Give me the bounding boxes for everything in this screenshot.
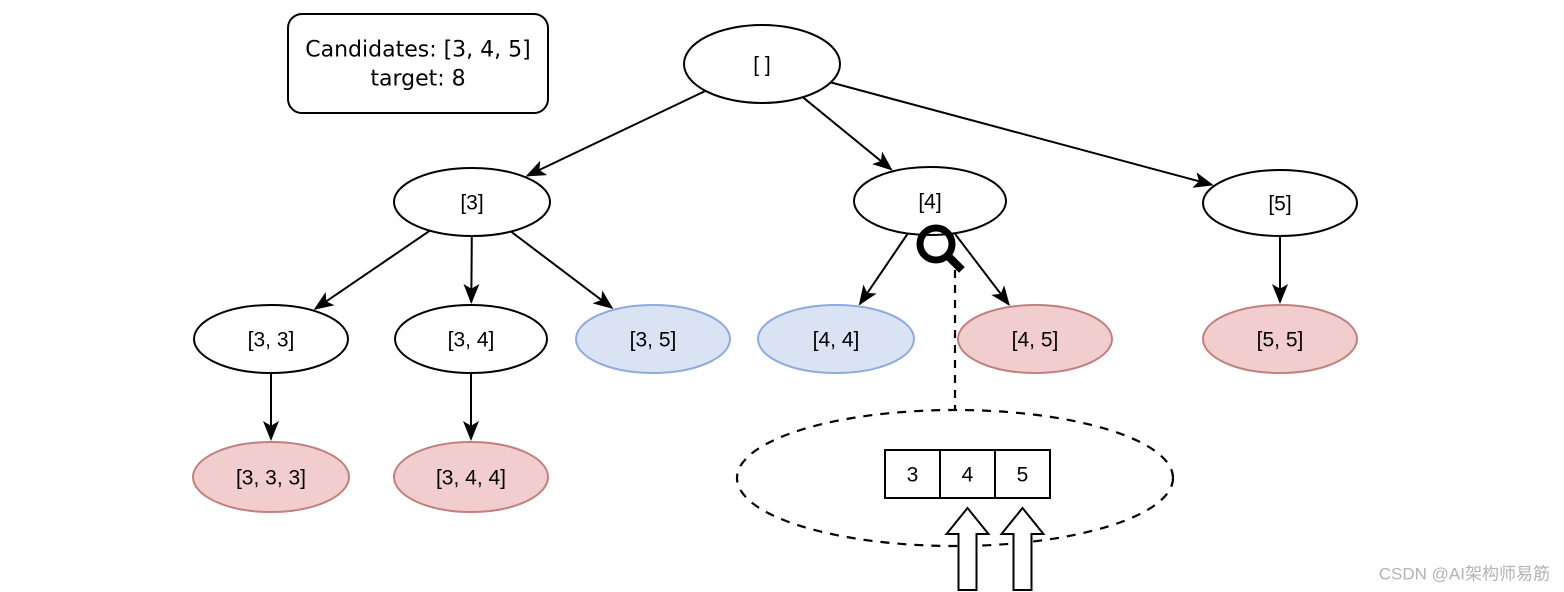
legend-box [287,13,549,114]
tree-node-n55[interactable]: [5, 5] [1202,304,1358,374]
node-ellipse [683,24,841,104]
magnifier-lens [916,224,956,264]
node-ellipse [757,304,915,374]
array-cell-value: 4 [962,464,974,487]
node-ellipse [575,304,731,374]
nodes-layer: [ ] [3] [4] [5] [3, 3] [3, 4] [3, 5] [4, 4] [4, … [192,24,1358,513]
node-label: [5] [1268,193,1291,216]
array-pointer-arrow [944,506,991,591]
tree-node-n344[interactable]: [3, 4, 4] [393,441,549,513]
node-ellipse [853,166,1007,236]
tree-node-n44[interactable]: [4, 4] [757,304,915,374]
array-cell-value: 5 [1017,464,1029,487]
node-ellipse [1202,169,1358,237]
node-label: [4, 5] [1012,329,1059,352]
edge-n3-to-n34 [463,235,480,304]
node-label: [3, 3] [248,329,295,352]
node-ellipse [1202,304,1358,374]
edge-n4-to-n45 [953,232,1010,306]
edge-n4-to-n44 [858,232,909,306]
node-label: [5, 5] [1257,329,1304,352]
edge-root-to-n4 [802,96,893,171]
array-cell-box [939,449,996,499]
edge-root-to-n5 [830,81,1214,188]
node-ellipse [957,304,1113,374]
node-label: [3, 4, 4] [436,467,506,490]
edge-n3-to-n33 [313,229,431,310]
node-ellipse [192,441,350,513]
edges-layer [263,81,1288,441]
node-label: [3, 3, 3] [236,467,306,490]
legend-candidates-text: Candidates: [3, 4, 5] [305,38,530,63]
node-ellipse [393,441,549,513]
node-label: [3, 4] [448,329,495,352]
array-cell-value: 3 [907,464,919,487]
legend-target-text: target: 8 [370,67,465,92]
tree-node-n4[interactable]: [4] [853,166,1007,236]
tree-node-n5[interactable]: [5] [1202,169,1358,237]
tree-node-n34[interactable]: [3, 4] [394,304,548,374]
legend-box-group: Candidates: [3, 4, 5] target: 8 [287,13,549,114]
array-cell-box [884,449,941,499]
node-label: [4] [918,191,941,214]
callout-ellipse [735,408,1175,548]
tree-node-n33[interactable]: [3, 3] [193,304,349,374]
tree-node-n333[interactable]: [3, 3, 3] [192,441,350,513]
tree-node-n35[interactable]: [3, 5] [575,304,731,374]
node-label: [3] [460,192,483,215]
magnifier-icon[interactable] [916,224,965,273]
node-ellipse [193,304,349,374]
watermark-label: CSDN @AI架构师易筋 [1379,565,1550,584]
array-pointer-arrow [999,506,1046,591]
edge-root-to-n3 [525,89,706,177]
edge-n3-to-n35 [510,230,614,310]
callout-group: 3 4 5 [735,270,1175,591]
tree-node-n3[interactable]: [3] [393,167,551,237]
magnifier-handle [944,252,965,273]
tree-node-root[interactable]: [ ] [683,24,841,104]
tree-node-n45[interactable]: [4, 5] [957,304,1113,374]
node-label: [ ] [753,54,771,77]
array-cell-box [994,449,1051,499]
node-label: [4, 4] [813,329,860,352]
node-ellipse [394,304,548,374]
node-ellipse [393,167,551,237]
node-label: [3, 5] [630,329,677,352]
